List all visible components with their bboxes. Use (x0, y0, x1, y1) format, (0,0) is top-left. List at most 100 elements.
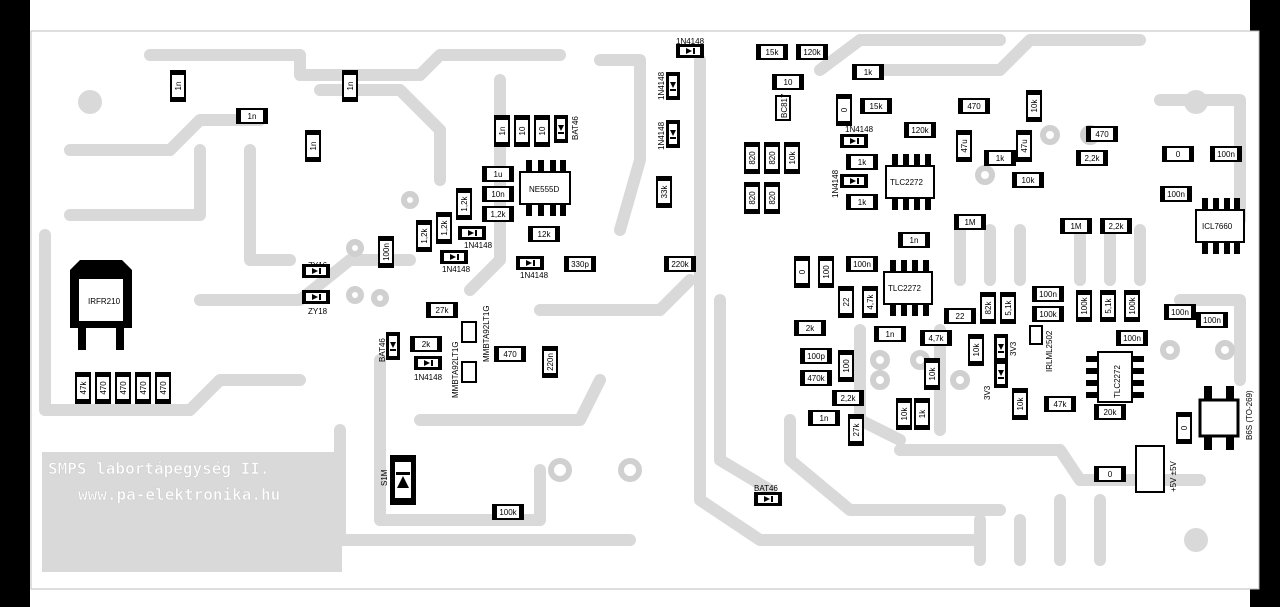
part-value-r12k-a: 1,2k (490, 210, 506, 219)
svg-text:1N4148: 1N4148 (442, 265, 471, 274)
smd-part-c100n-f: 100n (1116, 330, 1148, 346)
smd-part-c3: 1n (236, 108, 268, 124)
part-value-r51k-b: 5,1k (1104, 297, 1113, 313)
part-value-r0b: 0 (1176, 150, 1181, 159)
smd-part-c1n-e: 1n (808, 410, 840, 426)
svg-text:1N4148: 1N4148 (464, 241, 493, 250)
part-value-r15k-a: 15k (766, 48, 780, 57)
svg-text:3V3: 3V3 (983, 385, 992, 400)
svg-text:BAT46: BAT46 (754, 484, 778, 493)
part-value-r470d: 470 (159, 381, 168, 395)
smd-part-r10n: 10n (482, 186, 514, 202)
smd-diode-29 (302, 290, 330, 304)
part-value-c100n-b: 100n (1217, 150, 1235, 159)
svg-text:MMBTA92LT1G: MMBTA92LT1G (451, 341, 460, 398)
smd-part-r10k-f: 10k (1012, 388, 1028, 420)
part-value-r1k-a: 1k (864, 68, 873, 77)
smd-part-c100n-c: 100n (1160, 186, 1192, 202)
smd-diode-39 (666, 120, 680, 148)
smd-diode-96 (994, 334, 1008, 362)
smd-part-r12k-b: 1,2k (456, 188, 472, 220)
part-value-r1k-d: 1k (996, 154, 1005, 163)
board-url: www.pa-elektronika.hu (78, 485, 280, 504)
part-value-r470g: 470 (1095, 130, 1109, 139)
smd-part-r0d: 0 (1176, 412, 1192, 444)
part-value-r47k-b: 4,7k (866, 293, 875, 309)
part-value-r1k-c: 1k (858, 198, 867, 207)
smd-part-c100n-b: 100n (1210, 146, 1242, 162)
smd-part-c1n-b: 1n (494, 115, 510, 147)
part-value-r2k2-b: 2,2k (1108, 222, 1124, 231)
part-value-c100n-c: 100n (1167, 190, 1185, 199)
part-value-c1n-b: 1n (498, 127, 507, 136)
smd-diode-32 (414, 356, 442, 370)
smd-part-c100n-i: 100n (1164, 304, 1196, 320)
smd-part-c4: 1n (305, 130, 321, 162)
part-value-c1: 1n (174, 82, 183, 91)
smd-part-r100-a: 100 (818, 256, 834, 288)
smd-part-r10k-d: 10k (968, 334, 984, 366)
smd-part-r0b: 0 (1162, 146, 1194, 162)
smd-diode-14 (554, 115, 568, 143)
part-value-r120k-a: 120k (803, 48, 821, 57)
svg-text:1N4148: 1N4148 (676, 37, 705, 46)
smd-part-r47k: 47k (75, 372, 91, 404)
part-value-c1n-c: 1n (910, 236, 919, 245)
smd-part-r820c: 820 (744, 182, 760, 214)
part-value-r0d: 0 (1180, 425, 1189, 430)
svg-text:1N4148: 1N4148 (845, 125, 874, 134)
smd-part-r27k-a: 27k (426, 302, 458, 318)
part-value-r100k-b: 100k (1039, 310, 1057, 319)
title-area (42, 452, 342, 572)
svg-text:1N4148: 1N4148 (657, 71, 666, 100)
part-value-r1k-e: 1k (918, 409, 927, 418)
smd-part-r100k-b: 100k (1032, 306, 1064, 322)
smd-part-r1k-c: 1k (846, 194, 878, 210)
smd-part-r10k-a: 10k (784, 142, 800, 174)
smd-part-r12k-e: 12k (528, 226, 560, 242)
smd-part-r2k-b: 2k (794, 320, 826, 336)
smd-part-r10k-e: 10k (924, 358, 940, 390)
part-value-r470f: 470 (967, 102, 981, 111)
part-value-r10k-e: 10k (928, 367, 937, 381)
svg-text:S1M: S1M (380, 469, 389, 486)
part-value-r820d: 820 (768, 191, 777, 205)
connector-power: +5V ±5V (1135, 445, 1178, 493)
part-value-r22-b: 22 (956, 312, 965, 321)
smd-part-r20k: 20k (1094, 404, 1126, 420)
svg-text:IRLML2502: IRLML2502 (1045, 330, 1054, 372)
part-value-c1n-e: 1n (820, 414, 829, 423)
smd-part-r10a: 10 (514, 115, 530, 147)
part-value-r20k: 20k (1104, 408, 1118, 417)
part-value-r10k-d: 10k (972, 343, 981, 357)
part-value-r470e: 470 (503, 350, 517, 359)
ic-tlc2272-c: TLC2272 (1086, 351, 1144, 403)
part-value-r22-a: 22 (842, 297, 851, 306)
part-value-r0c: 0 (798, 269, 807, 274)
transistor-mmbta92: MMBTA92LT1G MMBTA92LT1G (451, 305, 491, 398)
smd-part-r51k-a: 5,1k (1000, 292, 1016, 324)
smd-part-c47u-b: 47u (1016, 130, 1032, 162)
smd-part-c100n-a: 100n (378, 236, 394, 268)
smd-diode-26 (440, 250, 468, 264)
smd-part-r0a: 0 (836, 94, 852, 126)
part-value-r0e: 0 (1108, 470, 1113, 479)
smd-part-r1k-b: 1k (846, 154, 878, 170)
part-value-r820b: 820 (768, 151, 777, 165)
part-value-r12k-d: 1,2k (420, 227, 429, 243)
smd-part-r820d: 820 (764, 182, 780, 214)
smd-part-r470b: 470 (115, 372, 131, 404)
part-value-c220n: 220n (546, 353, 555, 371)
smd-part-r120k-a: 120k (796, 44, 828, 60)
svg-text:ICL7660: ICL7660 (1202, 222, 1233, 231)
part-value-r100k-c: 100k (1080, 296, 1089, 314)
part-value-r820a: 820 (748, 151, 757, 165)
smd-part-r33k: 33k (656, 176, 672, 208)
smd-diode-25 (458, 226, 486, 240)
smd-part-r12k-d: 1,2k (416, 220, 432, 252)
mosfet-irlml2502: IRLML2502 (1029, 325, 1054, 372)
smd-diode-53 (840, 174, 868, 188)
part-value-r47k: 47k (79, 381, 88, 395)
part-value-r15k-b: 15k (870, 102, 884, 111)
smd-diode-98 (994, 360, 1008, 388)
